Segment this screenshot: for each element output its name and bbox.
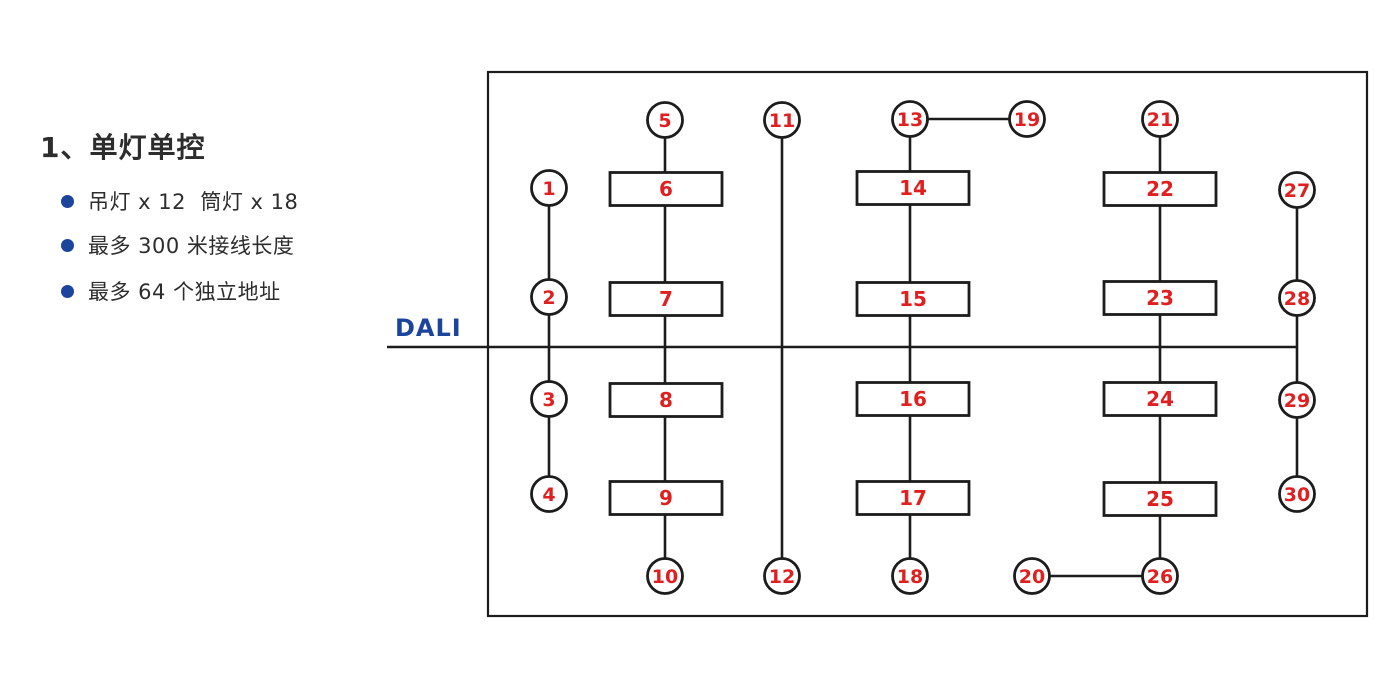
bullet-text-max-wire-length: 最多 300 米接线长度 xyxy=(88,234,295,258)
node-label-25: 25 xyxy=(1146,487,1174,511)
node-label-29: 29 xyxy=(1284,390,1310,412)
node-label-6: 6 xyxy=(659,177,673,201)
lamp-circle-2 xyxy=(530,278,568,316)
downlight-rect-6 xyxy=(608,171,724,207)
lamp-circle-11 xyxy=(763,101,801,139)
downlight-rect-14 xyxy=(855,170,971,206)
node-label-15: 15 xyxy=(899,287,927,311)
node-label-24: 24 xyxy=(1146,387,1174,411)
lamp-circle-4 xyxy=(530,475,568,513)
dali-bus-label: DALI xyxy=(395,314,462,342)
downlight-rect-25 xyxy=(1102,481,1218,517)
lamp-circle-13 xyxy=(891,100,929,138)
lamp-circle-12 xyxy=(763,557,801,595)
node-label-10: 10 xyxy=(652,566,678,588)
node-label-1: 1 xyxy=(542,178,555,200)
node-label-14: 14 xyxy=(899,176,927,200)
lamp-circle-10 xyxy=(646,557,684,595)
node-label-2: 2 xyxy=(542,287,555,309)
node-label-30: 30 xyxy=(1284,484,1310,506)
node-label-12: 12 xyxy=(769,566,795,588)
node-label-20: 20 xyxy=(1019,566,1045,588)
lamp-circle-20 xyxy=(1013,557,1051,595)
node-label-19: 19 xyxy=(1014,109,1040,131)
downlight-rect-7 xyxy=(608,281,724,317)
node-label-7: 7 xyxy=(659,287,673,311)
lamp-circle-30 xyxy=(1278,475,1316,513)
downlight-rect-22 xyxy=(1102,171,1218,207)
node-label-21: 21 xyxy=(1147,109,1173,131)
diagram-border xyxy=(486,70,1369,618)
node-label-27: 27 xyxy=(1284,180,1310,202)
downlight-rect-23 xyxy=(1102,280,1218,316)
downlight-rect-24 xyxy=(1102,381,1218,417)
lamp-circle-21 xyxy=(1141,100,1179,138)
node-label-13: 13 xyxy=(897,109,923,131)
node-label-17: 17 xyxy=(899,486,927,510)
lamp-circle-29 xyxy=(1278,381,1316,419)
lamp-circle-26 xyxy=(1141,557,1179,595)
downlight-rect-8 xyxy=(608,382,724,418)
downlight-rect-16 xyxy=(855,381,971,417)
bullet-text-max-addresses: 最多 64 个独立地址 xyxy=(88,280,281,304)
downlight-rect-9 xyxy=(608,480,724,516)
node-label-9: 9 xyxy=(659,486,673,510)
lamp-circle-5 xyxy=(646,101,684,139)
lamp-circle-27 xyxy=(1278,171,1316,209)
lamp-circle-1 xyxy=(530,169,568,207)
node-label-8: 8 xyxy=(659,388,673,412)
bullet-text-lamp-counts: 吊灯 x 12 筒灯 x 18 xyxy=(88,190,299,214)
lamp-circle-28 xyxy=(1278,279,1316,317)
node-label-11: 11 xyxy=(769,110,795,132)
lamp-circle-3 xyxy=(530,380,568,418)
node-label-4: 4 xyxy=(542,484,555,506)
downlight-rect-15 xyxy=(855,281,971,317)
node-label-22: 22 xyxy=(1146,177,1174,201)
node-label-18: 18 xyxy=(897,566,923,588)
bullet-dot-icon xyxy=(61,194,74,208)
bullet-item: 吊灯 x 12 筒灯 x 18 xyxy=(61,186,298,216)
downlight-rect-17 xyxy=(855,480,971,516)
bullet-item: 最多 300 米接线长度 xyxy=(61,230,294,260)
node-label-5: 5 xyxy=(658,110,671,132)
bullet-dot-icon xyxy=(61,238,74,252)
node-label-16: 16 xyxy=(899,387,927,411)
lamp-circle-19 xyxy=(1008,100,1046,138)
node-label-23: 23 xyxy=(1146,286,1174,310)
lamp-circle-18 xyxy=(891,557,929,595)
bullet-dot-icon xyxy=(61,284,74,298)
section-title: 1、单灯单控 xyxy=(40,131,206,164)
node-label-28: 28 xyxy=(1284,288,1310,310)
bullet-item: 最多 64 个独立地址 xyxy=(61,276,281,306)
node-label-26: 26 xyxy=(1147,566,1173,588)
node-label-3: 3 xyxy=(542,389,555,411)
